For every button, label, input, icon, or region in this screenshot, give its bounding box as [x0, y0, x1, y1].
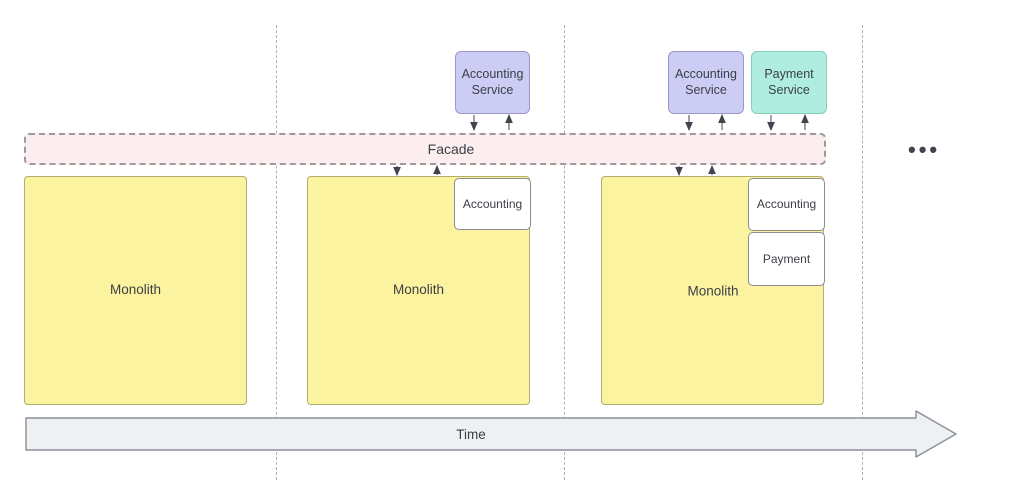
arrow-facade-to-monolith-stage3 — [675, 164, 716, 177]
arrow-facade-to-monolith-stage2 — [393, 164, 441, 177]
continuation-ellipsis: ••• — [908, 137, 941, 162]
accounting-service-label-stage3: Accounting Service — [675, 66, 737, 97]
monolith-label-stage3: Monolith — [687, 283, 739, 299]
payment-service-box-stage3[interactable]: Payment Service — [751, 51, 827, 114]
stage-divider-3 — [862, 25, 863, 480]
arrow-accounting-service-to-facade-stage3 — [685, 113, 726, 132]
facade-label: Facade — [427, 141, 475, 157]
timeline-arrow — [25, 410, 957, 458]
submodule-payment-stage3[interactable]: Payment — [748, 232, 825, 286]
submodule-accounting-label-stage3: Accounting — [756, 197, 817, 211]
facade-band: Facade — [24, 133, 826, 165]
accounting-service-box-stage2[interactable]: Accounting Service — [455, 51, 530, 114]
accounting-service-box-stage3[interactable]: Accounting Service — [668, 51, 744, 114]
payment-service-label-stage3: Payment Service — [764, 66, 814, 97]
monolith-label-stage2: Monolith — [392, 282, 445, 298]
stage-divider-2 — [564, 25, 565, 480]
monolith-box-stage1[interactable]: Monolith — [24, 176, 247, 405]
timeline-arrow-shape — [25, 410, 957, 458]
accounting-service-label-stage2: Accounting Service — [461, 66, 524, 97]
arrow-payment-service-to-facade-stage3 — [767, 113, 809, 132]
submodule-accounting-label-stage2: Accounting — [462, 196, 523, 211]
submodule-payment-label-stage3: Payment — [762, 251, 811, 266]
submodule-accounting-stage2[interactable]: Accounting — [454, 178, 531, 230]
arrow-accounting-service-to-facade-stage2 — [470, 113, 513, 132]
monolith-label-stage1: Monolith — [109, 282, 162, 298]
stage-divider-1 — [276, 25, 277, 480]
submodule-accounting-stage3[interactable]: Accounting — [748, 178, 825, 231]
